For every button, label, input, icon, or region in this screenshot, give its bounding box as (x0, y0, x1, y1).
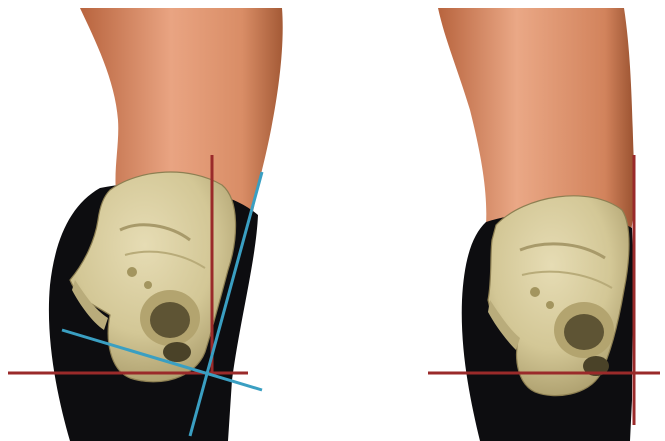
right-panel (428, 8, 660, 441)
left-panel (8, 8, 283, 441)
